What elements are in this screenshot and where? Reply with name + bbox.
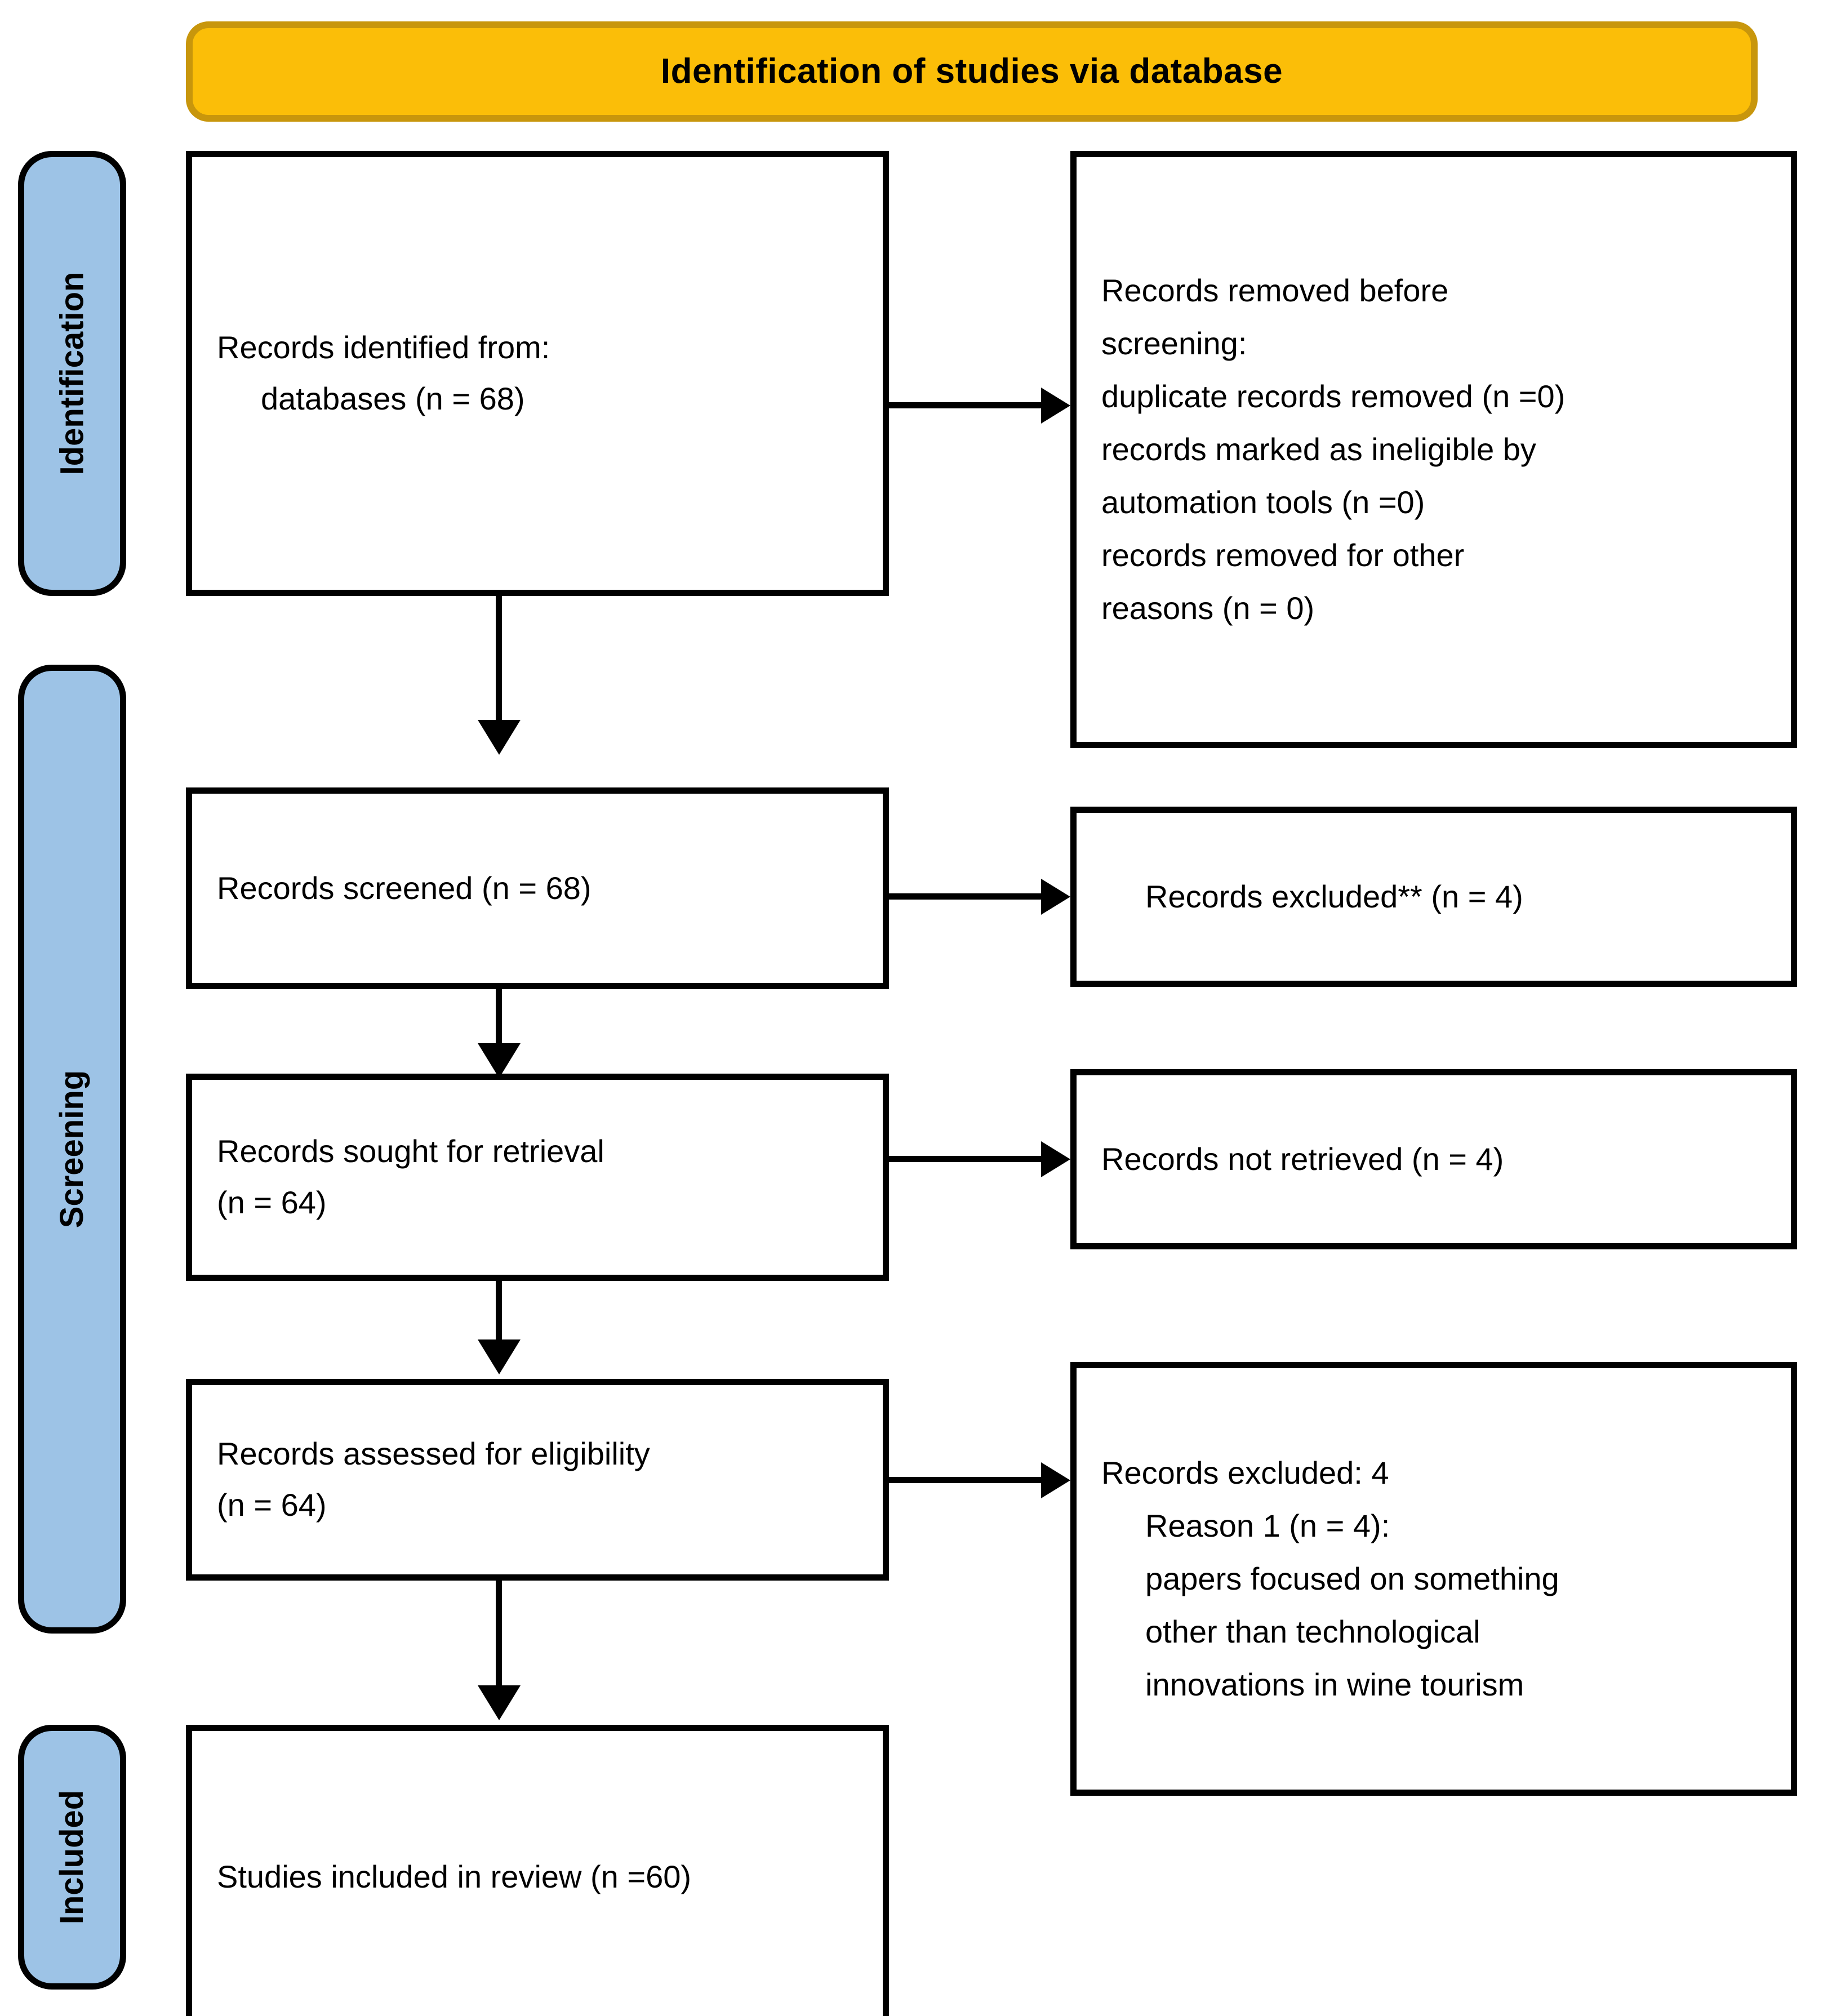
box-line: automation tools (n =0): [1101, 484, 1425, 520]
box-line: Records identified from:: [217, 330, 550, 366]
arrowhead-identified-to-screened: [478, 720, 521, 755]
arrowhead-screened-to-sought: [478, 1043, 521, 1078]
connector-screened-to-sought: [496, 989, 502, 1048]
box-line: Records excluded: 4: [1101, 1454, 1389, 1490]
box-line: Records removed before: [1101, 272, 1449, 308]
box-records-screened: Records screened (n = 68): [186, 787, 889, 989]
box-records-assessed-for-eligibility: Records assessed for eligibility (n = 64…: [186, 1379, 889, 1581]
arrowhead-sought-to-not-retrieved: [1041, 1141, 1070, 1177]
box-studies-included-in-review: Studies included in review (n =60): [186, 1725, 889, 2016]
arrowhead-identified-to-removed: [1041, 388, 1070, 424]
connector-screened-to-excluded: [889, 893, 1042, 900]
stage-pill-included: Included: [18, 1725, 126, 1990]
connector-identified-to-screened: [496, 596, 502, 723]
header-title: Identification of studies via database: [660, 52, 1283, 91]
box-line: innovations in wine tourism: [1145, 1667, 1524, 1703]
connector-assessed-to-excluded-reasons: [889, 1477, 1042, 1483]
arrowhead-screened-to-excluded: [1041, 879, 1070, 915]
connector-sought-to-not-retrieved: [889, 1156, 1042, 1162]
header-banner: Identification of studies via database: [186, 21, 1758, 122]
arrowhead-assessed-to-excluded-reasons: [1041, 1462, 1070, 1498]
box-records-not-retrieved: Records not retrieved (n = 4): [1070, 1069, 1797, 1249]
box-line: records removed for other: [1101, 537, 1465, 573]
stage-label-screening: Screening: [54, 1070, 90, 1229]
stage-label-included: Included: [54, 1790, 90, 1925]
box-line: Reason 1 (n = 4):: [1145, 1507, 1390, 1543]
box-line: duplicate records removed (n =0): [1101, 378, 1566, 414]
box-records-identified: Records identified from: databases (n = …: [186, 151, 889, 596]
stage-pill-screening: Screening: [18, 665, 126, 1634]
box-line: other than technological: [1145, 1614, 1480, 1650]
stage-label-identification: Identification: [54, 272, 91, 475]
connector-assessed-to-included: [496, 1581, 502, 1689]
box-line: Records screened (n = 68): [217, 870, 592, 906]
box-line: Records assessed for eligibility: [217, 1436, 650, 1472]
connector-sought-to-assessed: [496, 1281, 502, 1343]
box-line: Records not retrieved (n = 4): [1101, 1141, 1504, 1177]
box-records-sought-for-retrieval: Records sought for retrieval (n = 64): [186, 1074, 889, 1281]
arrowhead-sought-to-assessed: [478, 1339, 521, 1374]
box-line: screening:: [1101, 325, 1247, 361]
box-line: databases (n = 68): [261, 381, 525, 416]
box-line: records marked as ineligible by: [1101, 431, 1536, 467]
box-line: Records excluded** (n = 4): [1145, 878, 1523, 914]
box-line: Records sought for retrieval: [217, 1133, 604, 1169]
box-line: (n = 64): [217, 1185, 327, 1220]
stage-pill-identification: Identification: [18, 151, 126, 596]
box-line: (n = 64): [217, 1487, 327, 1523]
box-line: reasons (n = 0): [1101, 590, 1315, 626]
box-line: papers focused on something: [1145, 1560, 1559, 1596]
box-records-removed-before-screening: Records removed before screening: duplic…: [1070, 151, 1797, 748]
arrowhead-assessed-to-included: [478, 1685, 521, 1720]
box-records-excluded-with-reasons: Records excluded: 4 Reason 1 (n = 4): pa…: [1070, 1362, 1797, 1796]
box-line: Studies included in review (n =60): [217, 1858, 692, 1894]
connector-identified-to-removed: [889, 402, 1042, 408]
box-records-excluded: Records excluded** (n = 4): [1070, 807, 1797, 987]
